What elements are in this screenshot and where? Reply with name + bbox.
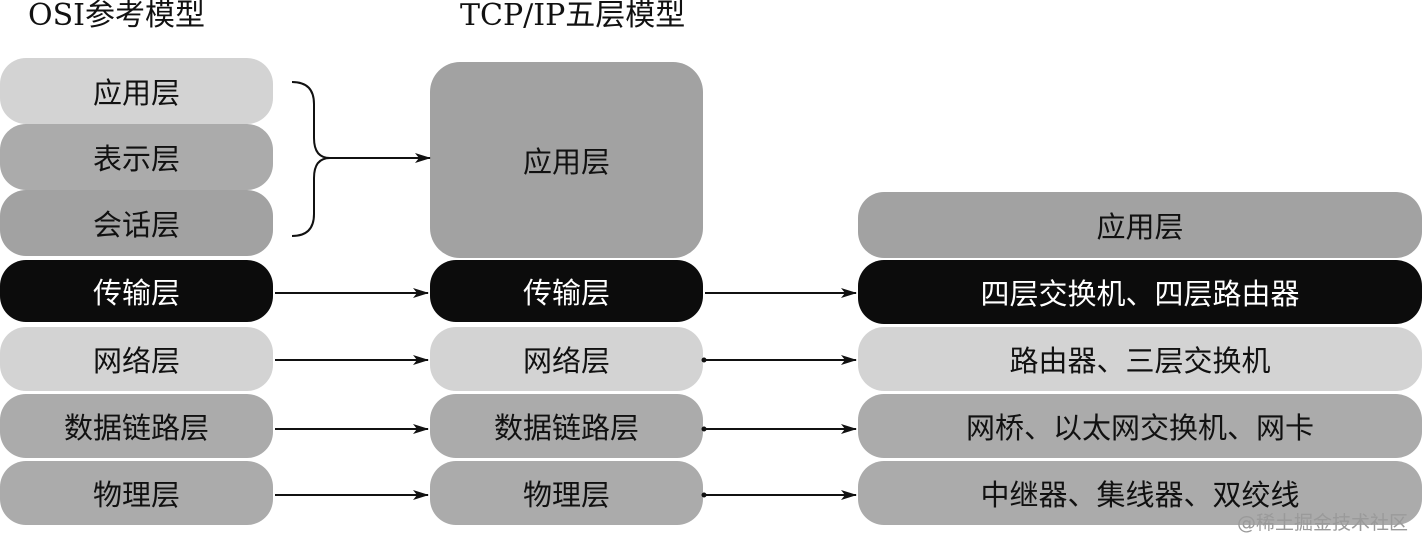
- tcpip-layer-transport: 传输层: [430, 260, 703, 322]
- network-dot: [701, 357, 707, 363]
- tcpip-layer-datalink: 数据链路层: [430, 394, 703, 458]
- datalink-dot: [701, 426, 707, 432]
- osi-layer-physical: 物理层: [0, 461, 273, 525]
- device-layer-application: 应用层: [858, 192, 1422, 258]
- device-layer-transport: 四层交换机、四层路由器: [858, 260, 1422, 324]
- tcpip-layer-network: 网络层: [430, 327, 703, 391]
- tcpip-layer-application: 应用层: [430, 62, 703, 258]
- osi-title: OSI参考模型: [28, 0, 205, 33]
- physical-dot: [701, 492, 707, 498]
- session-group-brace: [291, 81, 331, 237]
- osi-layer-application: 应用层: [0, 58, 273, 124]
- device-layer-physical: 中继器、集线器、双绞线: [858, 461, 1422, 525]
- osi-layer-presentation: 表示层: [0, 124, 273, 190]
- device-layer-network: 路由器、三层交换机: [858, 327, 1422, 391]
- watermark: @稀土掘金技术社区: [1236, 512, 1408, 534]
- osi-layer-transport: 传输层: [0, 260, 273, 322]
- osi-layer-session: 会话层: [0, 190, 273, 256]
- osi-layer-datalink: 数据链路层: [0, 394, 273, 458]
- osi-layer-network: 网络层: [0, 327, 273, 391]
- tcpip-layer-physical: 物理层: [430, 461, 703, 525]
- tcpip-title: TCP/IP五层模型: [460, 0, 686, 33]
- device-layer-datalink: 网桥、以太网交换机、网卡: [858, 394, 1422, 458]
